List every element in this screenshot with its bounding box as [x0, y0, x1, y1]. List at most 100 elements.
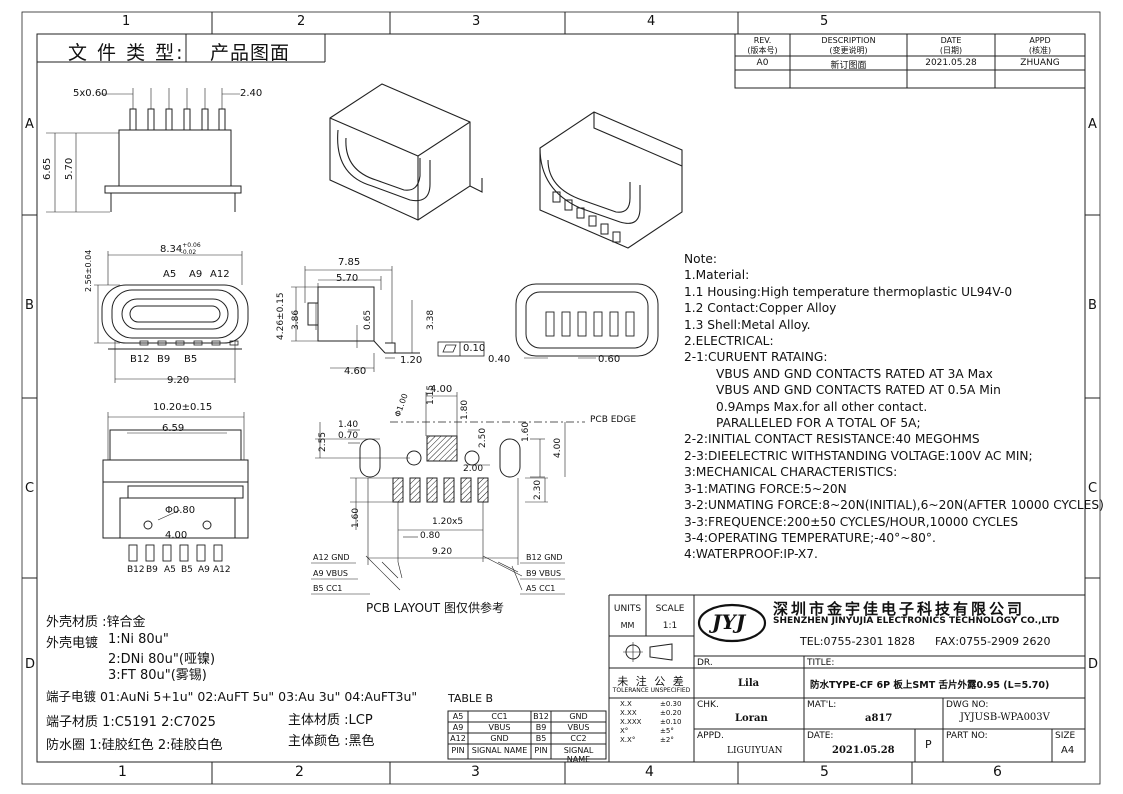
note-line: VBUS AND GND CONTACTS RATED AT 0.5A Min [716, 383, 1001, 398]
dim-side-120: 1.20 [400, 355, 423, 366]
tol-value: ±2° [660, 736, 674, 744]
pcb-dim-115: 1.15 [426, 384, 436, 405]
note-line: 3-4:OPERATING TEMPERATURE;-40°~80°. [684, 530, 936, 545]
date-label: DATE: [807, 731, 834, 741]
date-col-header-cn: (日期) [939, 46, 963, 55]
dwg-label: DWG NO: [946, 700, 989, 710]
table-header-cell: PIN [534, 746, 548, 755]
pcb-label-a9: A9 VBUS [313, 569, 348, 578]
chk-value: Loran [735, 713, 768, 724]
dr-label: DR. [697, 658, 713, 668]
zone-col-5: 5 [820, 14, 829, 29]
dim-bottom-400: 4.00 [165, 530, 188, 541]
zone-col-b3: 3 [471, 764, 480, 780]
units-value: MM [620, 621, 635, 630]
rev-value: A0 [756, 58, 769, 68]
note-line: PARALLELED FOR A TOTAL OF 5A; [716, 416, 921, 431]
note-line: 3-2:UNMATING FORCE:8~20N(INITIAL),6~20N(… [684, 498, 1104, 513]
table-b-title: TABLE B [448, 692, 494, 705]
pin-label-b5: B5 [184, 354, 198, 365]
pcb-label-a12: A12 GND [313, 553, 350, 562]
table-cell: A12 [450, 734, 466, 743]
table-header-cell: SIGNAL NAME [563, 746, 594, 764]
tol-value: ±0.20 [660, 709, 682, 717]
scale-value: 1:1 [662, 621, 678, 631]
table-cell: GND [569, 712, 588, 721]
table-cell: A9 [452, 723, 464, 732]
pin-label-b9: B9 [157, 354, 171, 365]
tol-value: ±5° [660, 727, 674, 735]
rev-col-header: REV. [753, 36, 772, 45]
pin-label-a9: A9 [189, 269, 203, 280]
pcb-dim-920: 9.20 [432, 547, 453, 557]
desc-col-header-cn: (变更说明) [829, 46, 868, 55]
pcb-dim-120x5: 1.20x5 [432, 517, 464, 527]
zone-col-b6: 6 [993, 764, 1002, 780]
pcb-label-a5: A5 CC1 [526, 584, 556, 593]
table-cell: VBUS [488, 723, 511, 732]
tol-label: X.XX [620, 709, 637, 717]
pin-b5: B5 [181, 565, 193, 575]
company-name-cn: 深圳市金宇佳电子科技有限公司 [773, 600, 1026, 618]
dim-side-460: 4.60 [344, 366, 367, 377]
dim-side-065: 0.65 [363, 309, 373, 330]
dim-total-height: 6.65 [42, 157, 53, 180]
tol-label: X.X° [620, 736, 636, 744]
spec-plating-label: 外壳电镀 [46, 636, 99, 651]
note-line: 4:WATERPROOF:IP-X7. [684, 547, 818, 562]
spec-shell-material: 外壳材质 :锌合金 [46, 615, 146, 630]
pcb-dim-250: 2.50 [478, 427, 488, 448]
tolerance-title: 未 注 公 差 [617, 675, 686, 688]
company-tel: TEL:0755-2301 1828 [800, 635, 915, 648]
dim-side-785: 7.85 [338, 257, 361, 268]
desc-col-header: DESCRIPTION [821, 36, 876, 45]
tol-label: X.XXX [620, 718, 642, 726]
material-label: MAT'L: [807, 700, 837, 710]
tolerance-subtitle: TOLERANCE UNSPECIFIED [612, 687, 691, 694]
dim-side-386: 3.86 [291, 309, 301, 330]
table-cell: VBUS [567, 723, 590, 732]
pin-label-b12: B12 [130, 354, 150, 365]
tol-label: X° [620, 727, 629, 735]
note-line: 0.9Amps Max.for all other contact. [716, 399, 928, 414]
table-cell: GND [490, 734, 509, 743]
pcb-edge-label: PCB EDGE [590, 415, 637, 425]
pin-label-a5: A5 [163, 269, 177, 280]
sheet-p: P [925, 738, 932, 751]
part-no-label: PART NO: [946, 731, 988, 741]
pcb-dim-160b: 1.60 [351, 507, 361, 528]
note-line: 3-3:FREQUENCE:200±50 CYCLES/HOUR,10000 C… [684, 514, 1019, 529]
note-line: 3:MECHANICAL CHARACTERISTICS: [684, 465, 898, 480]
pin-b9: B9 [146, 565, 158, 575]
pcb-dim-200: 2.00 [463, 464, 484, 474]
dim-bottom-hole: Φ0.80 [165, 505, 196, 516]
pcb-label-b12: B12 GND [526, 553, 563, 562]
pcb-dim-400: 4.00 [430, 384, 453, 395]
table-header-cell: PIN [451, 746, 465, 755]
zone-row-c-right: C [1088, 481, 1098, 496]
zone-col-2: 2 [297, 14, 306, 29]
company-logo: JYJ [712, 610, 746, 634]
spec-body-color: 主体颜色 :黑色 [288, 734, 375, 749]
zone-row-b-right: B [1088, 298, 1097, 313]
table-cell: B12 [533, 712, 549, 721]
dr-value: Lila [738, 678, 760, 689]
tol-label: X.X [620, 700, 632, 708]
dim-bottom-width: 10.20±0.15 [153, 402, 213, 413]
note-line: 2-2:INITIAL CONTACT RESISTANCE:40 MEGOHM… [684, 432, 980, 447]
pcb-label-b5: B5 CC1 [313, 584, 343, 593]
appd-col-header: APPD [1029, 36, 1051, 45]
zone-col-1: 1 [122, 14, 131, 29]
date-value: 2021.05.28 [925, 58, 977, 68]
zone-col-b5: 5 [820, 764, 829, 780]
zone-row-a-right: A [1088, 117, 1097, 132]
dim-bottom-659: 6.59 [162, 423, 185, 434]
dim-side-570: 5.70 [336, 273, 359, 284]
dim-top-pitch: 5x0.60 [73, 88, 108, 99]
zone-col-b1: 1 [118, 764, 127, 780]
note-line: 2.ELECTRICAL: [684, 334, 774, 349]
pin-a12: A12 [213, 565, 231, 575]
size-label: SIZE [1055, 731, 1076, 741]
spec-terminal-plating: 端子电镀 01:AuNi 5+1u" 02:AuFT 5u" 03:Au 3u"… [46, 689, 418, 704]
